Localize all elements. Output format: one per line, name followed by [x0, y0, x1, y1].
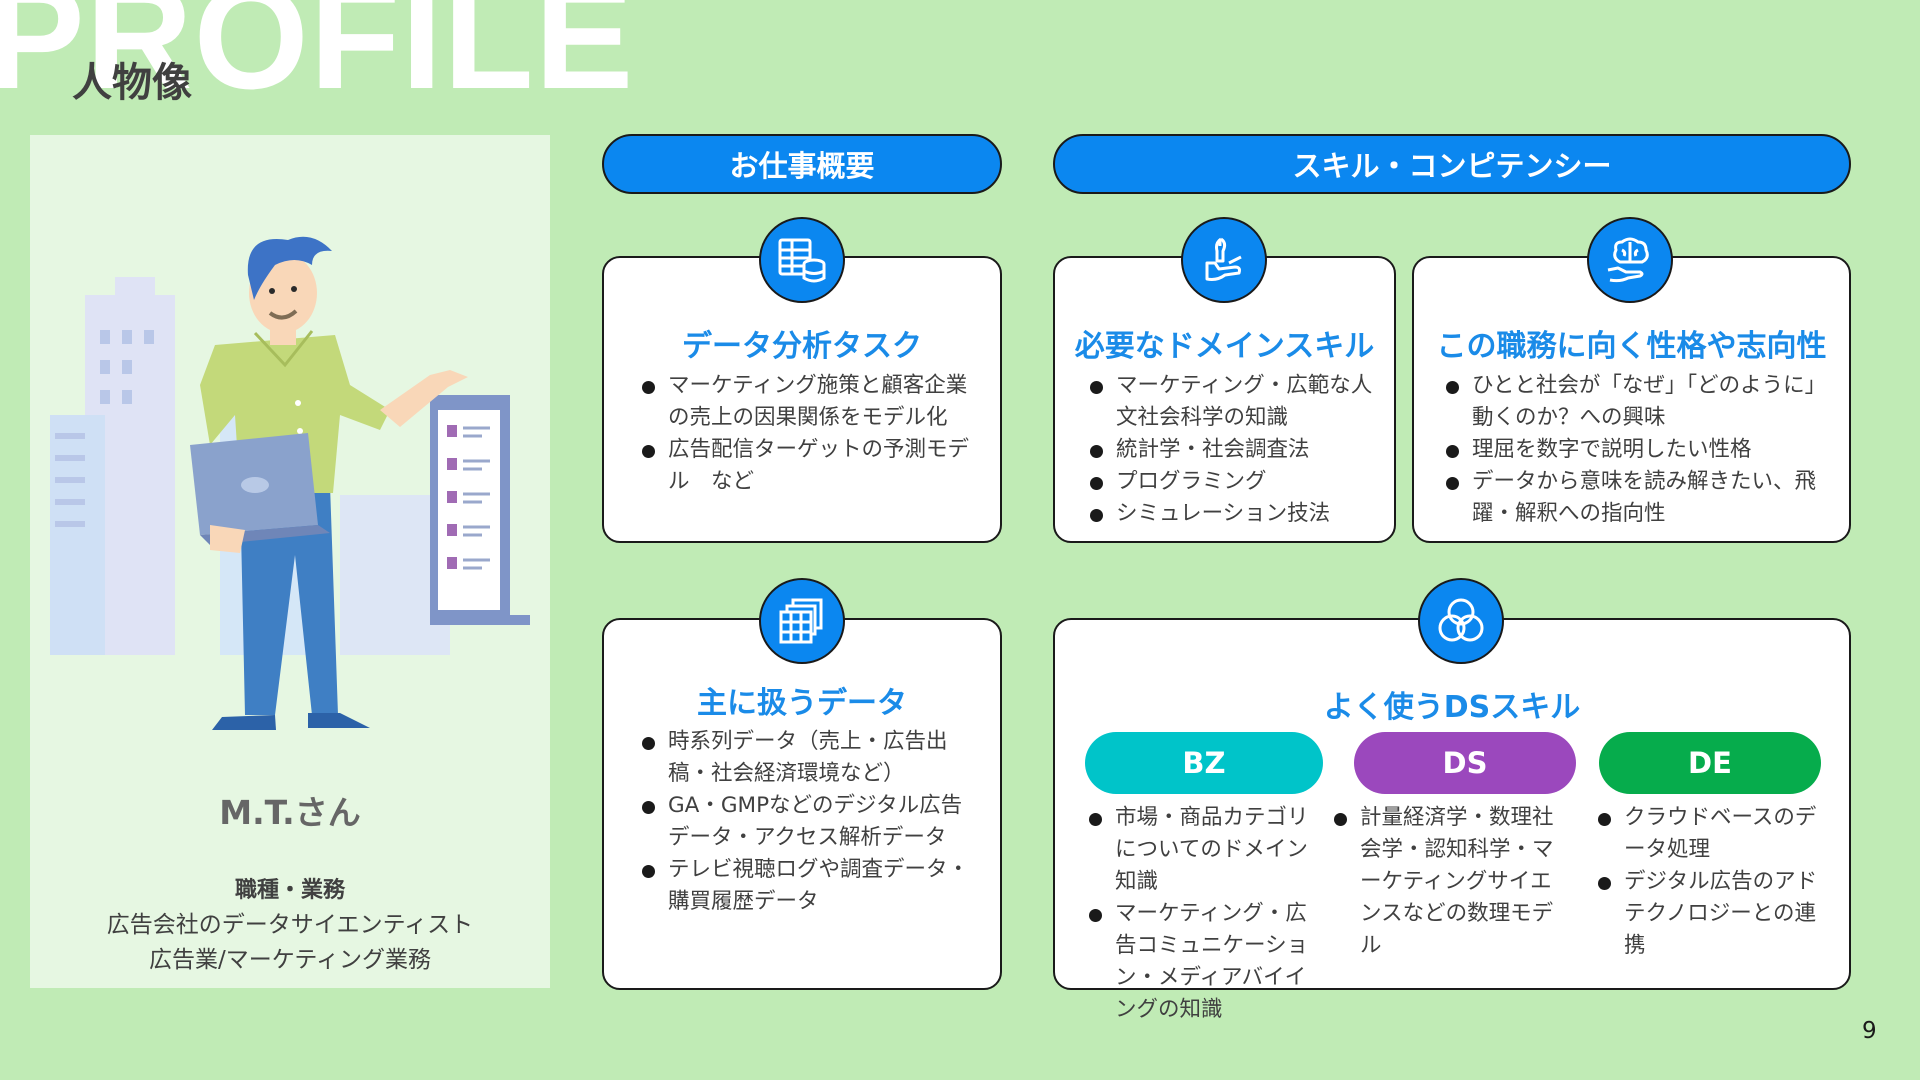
- skill-pill-bz: BZ: [1085, 732, 1323, 794]
- person-name: M.T.さん: [219, 793, 361, 832]
- skill-pill-label: BZ: [1182, 746, 1226, 780]
- bullet-list: 市場・商品カテゴリについてのドメイン知識 マーケティング・広告コミュニケーション…: [1087, 802, 1317, 1026]
- list-item: 統計学・社会調査法: [1088, 434, 1378, 466]
- job-title-label: 職種・業務: [234, 878, 345, 903]
- card-title: 主に扱うデータ: [697, 686, 907, 721]
- list-item: クラウドベースのデータ処理: [1596, 802, 1826, 866]
- list-item: マーケティング施策と顧客企業の売上の因果関係をモデル化: [640, 370, 980, 434]
- section-header-overview: お仕事概要: [602, 134, 1002, 194]
- section-header-skills: スキル・コンピテンシー: [1053, 134, 1851, 194]
- page-title: 人物像: [72, 60, 192, 106]
- list-item: データから意味を読み解きたい、飛躍・解釈への指向性: [1444, 466, 1839, 530]
- hand-wrench-icon: [1181, 217, 1267, 303]
- job-description-line: 広告業/マーケティング業務: [149, 947, 431, 973]
- list-item: 計量経済学・数理社会学・認知科学・マーケティングサイエンスなどの数理モデル: [1332, 802, 1567, 962]
- list-item: テレビ視聴ログや調査データ・購買履歴データ: [640, 854, 980, 918]
- list-item: 時系列データ（売上・広告出稿・社会経済環境など）: [640, 726, 980, 790]
- list-item: デジタル広告のアドテクノロジーとの連携: [1596, 866, 1826, 962]
- card-title: この職務に向く性格や志向性: [1436, 329, 1827, 364]
- list-item: ひとと社会が「なぜ」「どのように」動くのか？への興味: [1444, 370, 1839, 434]
- profile-panel: M.T.さん 職種・業務 広告会社のデータサイエンティスト 広告業/マーケティン…: [30, 135, 550, 988]
- database-table-icon: [759, 217, 845, 303]
- list-item: シミュレーション技法: [1088, 498, 1378, 530]
- card-title: 必要なドメインスキル: [1074, 329, 1375, 364]
- skill-pill-label: DS: [1442, 746, 1488, 780]
- bullet-list: 計量経済学・数理社会学・認知科学・マーケティングサイエンスなどの数理モデル: [1332, 802, 1567, 962]
- bullet-list: マーケティング・広範な人文社会科学の知識 統計学・社会調査法 プログラミング シ…: [1088, 370, 1378, 530]
- list-item: プログラミング: [1088, 466, 1378, 498]
- job-description-line: 広告会社のデータサイエンティスト: [106, 912, 474, 938]
- list-item: マーケティング・広告コミュニケーション・メディアバイイングの知識: [1087, 898, 1317, 1026]
- list-item: 広告配信ターゲットの予測モデル など: [640, 434, 980, 498]
- page-number: 9: [1862, 1018, 1877, 1044]
- list-item: 理屈を数字で説明したい性格: [1444, 434, 1839, 466]
- bullet-list: マーケティング施策と顧客企業の売上の因果関係をモデル化 広告配信ターゲットの予測…: [640, 370, 980, 498]
- bullet-list: ひとと社会が「なぜ」「どのように」動くのか？への興味 理屈を数字で説明したい性格…: [1444, 370, 1839, 530]
- skill-pill-de: DE: [1599, 732, 1821, 794]
- stacked-tables-icon: [759, 578, 845, 664]
- skill-pill-ds: DS: [1354, 732, 1576, 794]
- card-personality: この職務に向く性格や志向性 ひとと社会が「なぜ」「どのように」動くのか？への興味…: [1412, 256, 1851, 543]
- list-item: マーケティング・広範な人文社会科学の知識: [1088, 370, 1378, 434]
- list-item: 市場・商品カテゴリについてのドメイン知識: [1087, 802, 1317, 898]
- card-analysis-tasks: データ分析タスク マーケティング施策と顧客企業の売上の因果関係をモデル化 広告配…: [602, 256, 1002, 543]
- person-illustration: [50, 236, 530, 730]
- card-title: よく使うDSスキル: [1323, 690, 1581, 725]
- bullet-list: 時系列データ（売上・広告出稿・社会経済環境など） GA・GMPなどのデジタル広告…: [640, 726, 980, 918]
- bg-watermark-word: PROFILE: [0, 0, 635, 120]
- venn-circles-icon: [1418, 578, 1504, 664]
- card-main-data: 主に扱うデータ 時系列データ（売上・広告出稿・社会経済環境など） GA・GMPな…: [602, 618, 1002, 990]
- skill-pill-label: DE: [1688, 746, 1732, 780]
- brain-hand-icon: [1587, 217, 1673, 303]
- card-domain-skills: 必要なドメインスキル マーケティング・広範な人文社会科学の知識 統計学・社会調査…: [1053, 256, 1396, 543]
- bullet-list: クラウドベースのデータ処理 デジタル広告のアドテクノロジーとの連携: [1596, 802, 1826, 962]
- card-ds-skills: よく使うDSスキル BZ DS DE 市場・商品カテゴリについてのドメイン知識 …: [1053, 618, 1851, 1022]
- list-item: GA・GMPなどのデジタル広告データ・アクセス解析データ: [640, 790, 980, 854]
- card-title: データ分析タスク: [682, 329, 922, 364]
